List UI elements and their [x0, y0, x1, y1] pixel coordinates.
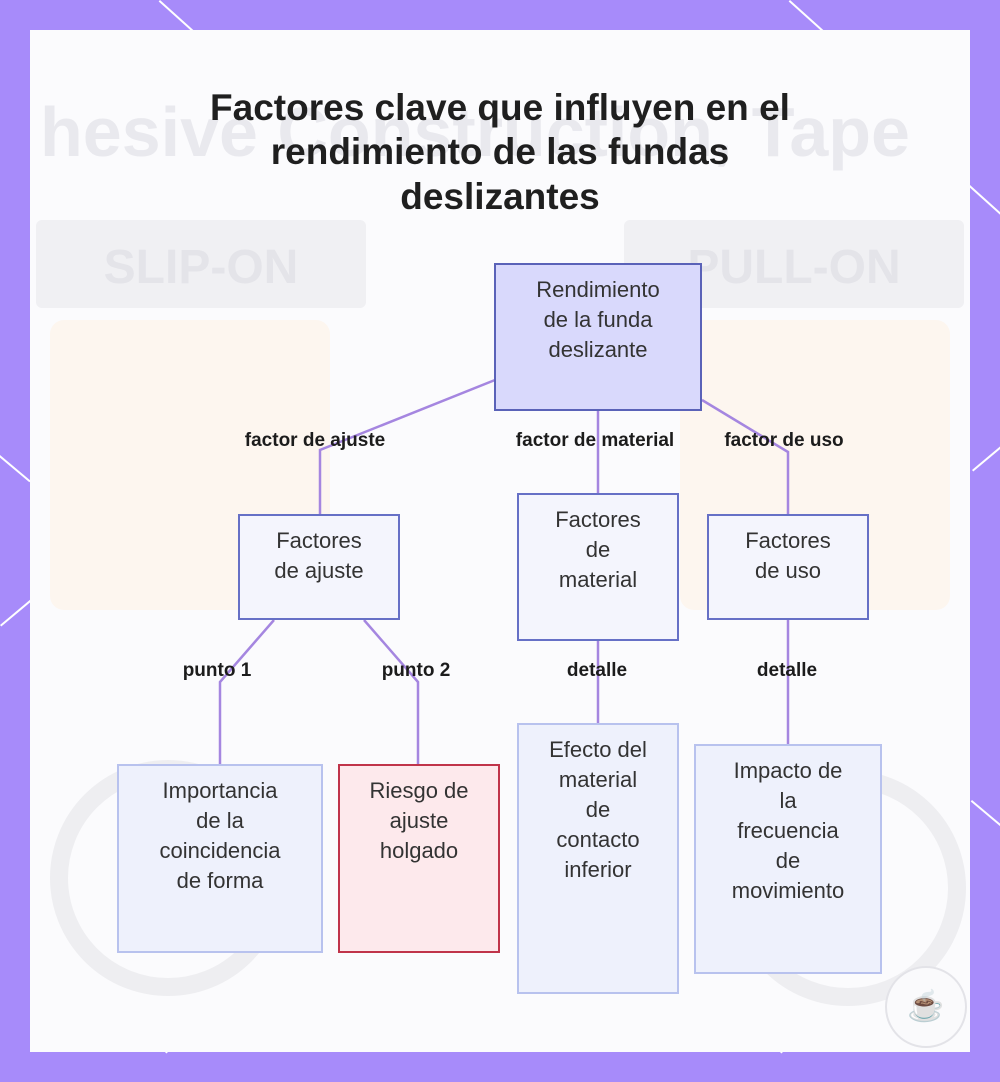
edge-ajuste-coincidencia: [218, 619, 275, 764]
edge-label-factor-uso: factor de uso: [724, 430, 844, 451]
edge-label-punto-1: punto 1: [182, 660, 252, 681]
background-panel-left: SLIP-ON: [36, 220, 366, 308]
node-text: frecuencia: [737, 818, 839, 843]
node-rendimiento-funda: Rendimiento de la funda deslizante: [494, 263, 702, 411]
edge-root-ajuste: [318, 378, 496, 514]
node-text: Impacto de: [733, 758, 843, 783]
node-efecto-material-contacto: Efecto del material de contacto inferior: [517, 723, 679, 994]
node-text: material: [558, 767, 638, 792]
node-text: inferior: [564, 857, 632, 882]
node-factores-uso: Factores de uso: [707, 514, 869, 620]
edge-label-punto-2: punto 2: [381, 660, 451, 681]
node-text: de forma: [176, 868, 264, 893]
edge-label-factor-ajuste: factor de ajuste: [244, 430, 386, 451]
background-ghost-text: hesive Construction, Tape: [40, 93, 910, 171]
edge-label-detalle-uso: detalle: [756, 660, 818, 681]
node-text: movimiento: [731, 878, 845, 903]
node-text: la: [779, 788, 797, 813]
node-text: de la: [196, 808, 244, 833]
node-text: coincidencia: [159, 838, 281, 863]
node-factores-ajuste: Factores de ajuste: [238, 514, 400, 620]
node-text: ajuste: [389, 808, 449, 833]
node-text: de: [585, 537, 611, 562]
page-title: Factores clave que influyen en el rendim…: [150, 86, 850, 219]
node-text: holgado: [379, 838, 459, 863]
node-factores-material: Factores de material: [517, 493, 679, 641]
cup-logo-icon: ☕: [885, 966, 967, 1048]
node-importancia-coincidencia: Importancia de la coincidencia de forma: [117, 764, 323, 953]
node-text: contacto: [556, 827, 640, 852]
node-text: de: [775, 848, 801, 873]
edge-root-uso: [701, 398, 790, 514]
background-panel-right-label: PULL-ON: [687, 241, 901, 294]
node-text: de: [585, 797, 611, 822]
edge-label-factor-material: factor de material: [515, 430, 675, 451]
node-text: Factores: [745, 528, 831, 553]
title-line: rendimiento de las fundas: [270, 131, 730, 173]
edge-ajuste-riesgo: [363, 619, 420, 764]
node-text: Factores: [555, 507, 641, 532]
node-text: de la funda: [543, 307, 653, 332]
node-text: de uso: [754, 558, 822, 583]
edge-label-detalle-material: detalle: [566, 660, 628, 681]
node-text: Rendimiento: [536, 277, 660, 302]
node-text: de ajuste: [274, 558, 364, 583]
title-line: Factores clave que influyen en el: [210, 87, 790, 128]
title-line: deslizantes: [400, 175, 600, 217]
background-panel-left-label: SLIP-ON: [103, 241, 299, 294]
node-text: Riesgo de: [369, 778, 469, 803]
node-impacto-frecuencia-movimiento: Impacto de la frecuencia de movimiento: [694, 744, 882, 974]
node-riesgo-ajuste-holgado: Riesgo de ajuste holgado: [338, 764, 500, 953]
node-text: material: [558, 567, 638, 592]
node-text: Efecto del: [549, 737, 647, 762]
node-text: Factores: [276, 528, 362, 553]
node-text: deslizante: [548, 337, 648, 362]
node-text: Importancia: [162, 778, 278, 803]
